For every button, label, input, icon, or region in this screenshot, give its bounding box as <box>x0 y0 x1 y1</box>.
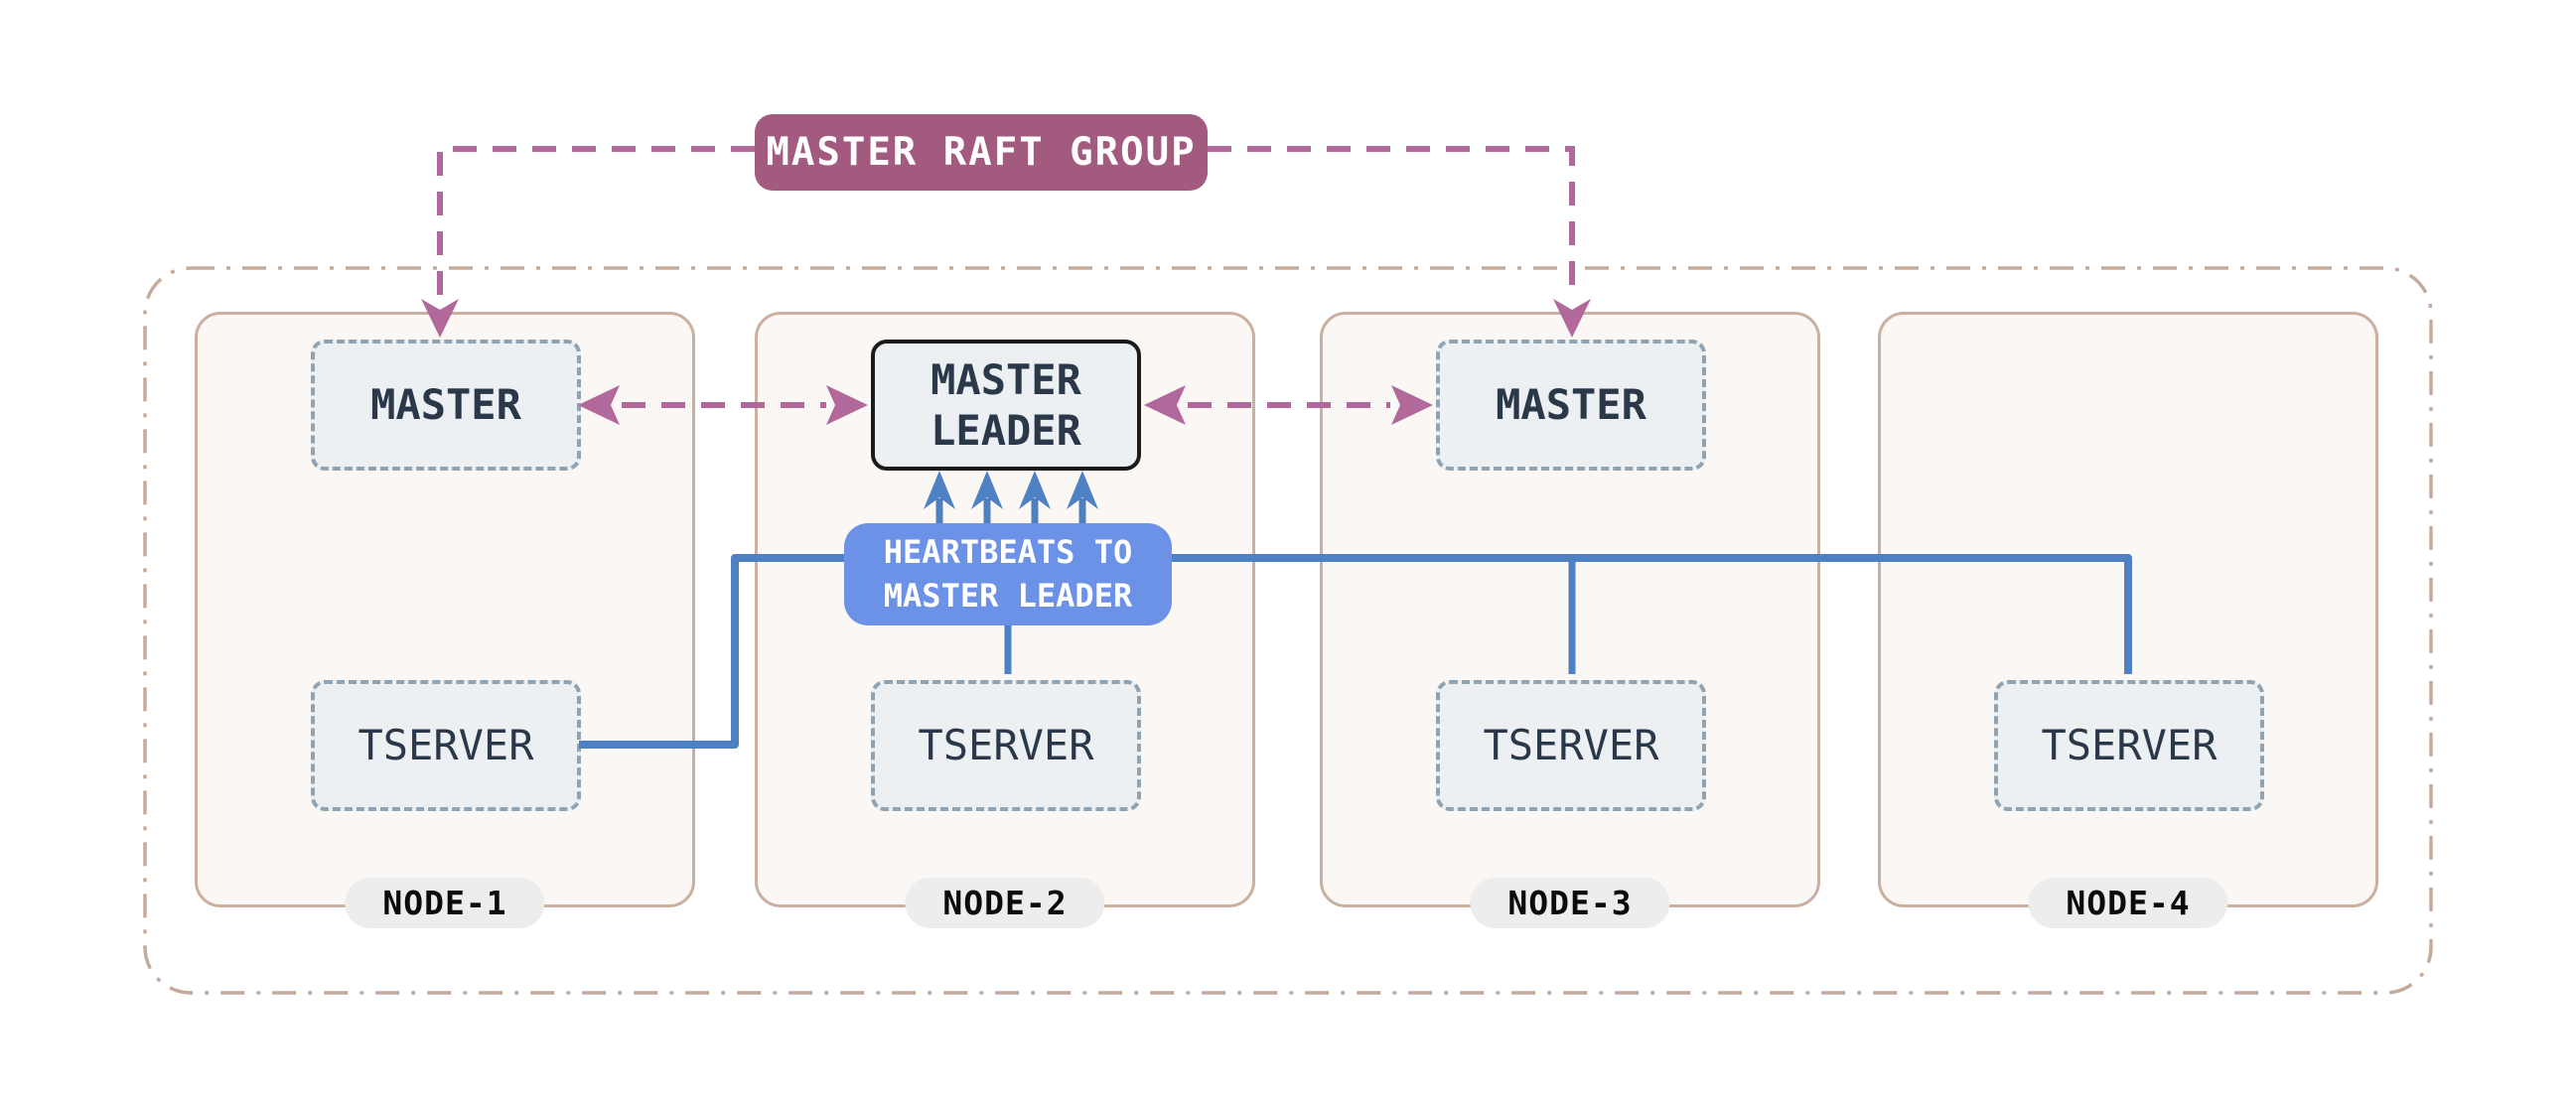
node4-tserver-label: TSERVER <box>2041 721 2218 770</box>
raft-link-left-arrow <box>421 146 755 338</box>
node1-master-label: MASTER <box>370 380 521 430</box>
node1-master-box: MASTER <box>311 340 581 471</box>
node4-tserver-box: TSERVER <box>1994 680 2264 811</box>
node2-master-leader-label: MASTER LEADER <box>930 354 1081 455</box>
node1-name-pill: NODE-1 <box>345 878 545 928</box>
node3-tserver-label: TSERVER <box>1483 721 1659 770</box>
node3-name-pill: NODE-3 <box>1470 878 1670 928</box>
heartbeats-badge: HEARTBEATS TO MASTER LEADER <box>844 523 1172 625</box>
node2-tserver-label: TSERVER <box>918 721 1094 770</box>
node2-tserver-box: TSERVER <box>871 680 1141 811</box>
node3-tserver-box: TSERVER <box>1436 680 1706 811</box>
master-raft-group-badge: MASTER RAFT GROUP <box>755 114 1208 191</box>
node1-tserver-box: TSERVER <box>311 680 581 811</box>
node1-tserver-label: TSERVER <box>358 721 534 770</box>
raft-link-right-arrow <box>1208 146 1591 338</box>
node4-name-pill: NODE-4 <box>2028 878 2228 928</box>
node-1: MASTER TSERVER NODE-1 <box>195 312 695 928</box>
node-4: TSERVER NODE-4 <box>1878 312 2378 928</box>
node3-master-box: MASTER <box>1436 340 1706 471</box>
node3-master-label: MASTER <box>1496 380 1646 430</box>
node2-name-pill: NODE-2 <box>905 878 1105 928</box>
node-3: MASTER TSERVER NODE-3 <box>1320 312 1820 928</box>
node2-master-leader-box: MASTER LEADER <box>871 340 1141 471</box>
